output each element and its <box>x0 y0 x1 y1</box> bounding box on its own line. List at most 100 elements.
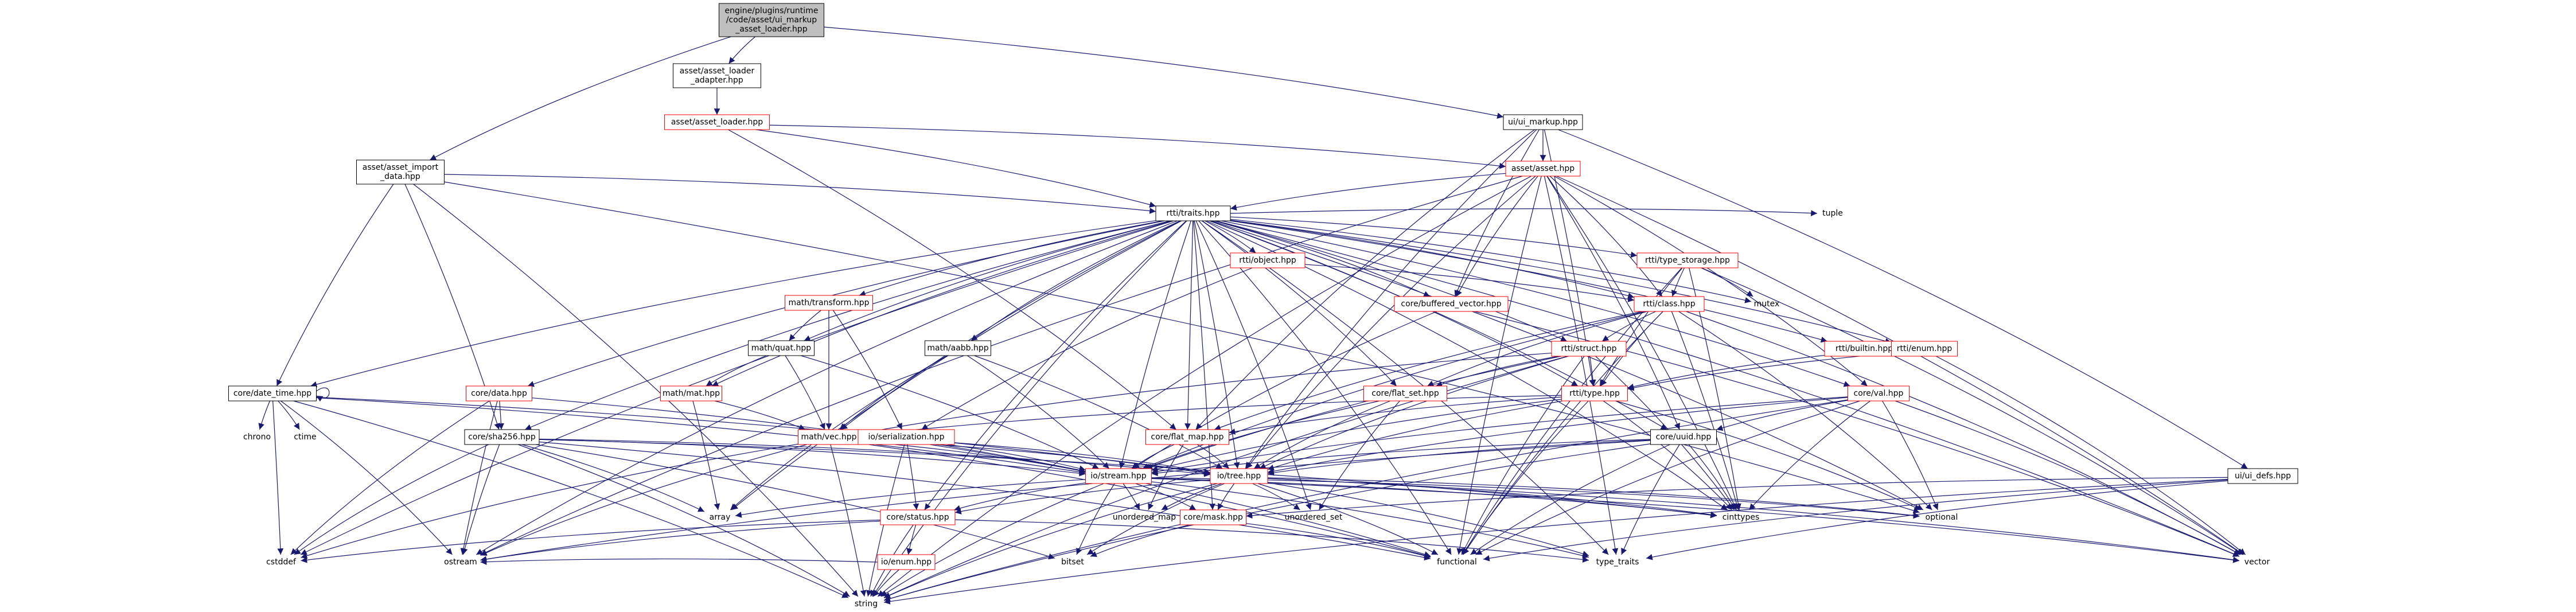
edge-tree-to-optional <box>1267 477 1920 519</box>
graph-node-unordered-map: unordered_map <box>1113 513 1176 522</box>
node-label: rtti/object.hpp <box>1239 256 1296 265</box>
node-box <box>1230 252 1305 268</box>
edge-builtin-to-type <box>1627 354 1825 390</box>
graph-node-asset-loader[interactable]: asset/asset_loader.hpp <box>664 114 770 130</box>
edge-traits-to-mutex <box>1230 219 1752 303</box>
edge-traits-to-optional <box>1211 220 1924 510</box>
edge-asset-import-data-to-date-time <box>276 184 394 387</box>
graph-node-val[interactable]: core/val.hpp <box>1848 385 1909 401</box>
edge-mask-to-functional <box>1246 523 1431 559</box>
edge-root-to-ui-markup <box>824 26 1504 119</box>
node-box <box>660 385 722 401</box>
edge-root-to-asset-loader-adapter <box>728 36 755 64</box>
graph-node-object[interactable]: rtti/object.hpp <box>1230 252 1305 268</box>
edge-struct-to-tree <box>1259 356 1569 469</box>
graph-node-asset-loader-adapter[interactable]: asset/asset_loader_adapter.hpp <box>673 63 761 88</box>
edge-ui-markup-to-ui-defs <box>1558 129 2248 469</box>
node-box <box>858 429 955 445</box>
graph-node-tree[interactable]: io/tree.hpp <box>1210 468 1268 484</box>
graph-node-stream[interactable]: io/stream.hpp <box>1085 468 1152 484</box>
graph-node-bitset: bitset <box>1061 558 1084 567</box>
graph-node-quat[interactable]: math/quat.hpp <box>748 340 815 356</box>
edge-enum-to-vector <box>1935 356 2246 555</box>
edge-ui-markup-to-flat-map <box>1195 129 1535 430</box>
node-label: mutex <box>1754 299 1780 309</box>
edge-traits-to-transform <box>859 220 1163 297</box>
node-label: asset/asset_loader.hpp <box>671 118 763 127</box>
graph-node-mat[interactable]: math/mat.hpp <box>660 385 722 401</box>
edge-data-to-sha256 <box>498 400 504 430</box>
nodes-layer: engine/plugins/runtime/code/asset/ui_mar… <box>228 3 2298 609</box>
edge-date-time-to-chrono <box>258 400 270 430</box>
graph-node-date-time[interactable]: core/date_time.hpp <box>228 385 317 401</box>
edge-asset-import-data-to-traits <box>444 174 1156 214</box>
graph-node-transform[interactable]: math/transform.hpp <box>785 295 873 311</box>
edge-class-to-struct <box>1601 311 1656 342</box>
graph-node-enum[interactable]: rtti/enum.hpp <box>1891 341 1958 357</box>
edge-quat-to-mat <box>706 355 767 387</box>
graph-node-type-storage[interactable]: rtti/type_storage.hpp <box>1636 252 1739 268</box>
edge-flat-map-to-tree <box>1197 444 1230 469</box>
graph-node-ui-markup[interactable]: ui/ui_markup.hpp <box>1503 114 1583 130</box>
graph-node-asset-import-data[interactable]: asset/asset_import_data.hpp <box>356 159 445 185</box>
graph-node-traits[interactable]: rtti/traits.hpp <box>1155 205 1231 221</box>
node-label: math/transform.hpp <box>788 298 869 307</box>
node-box <box>1848 385 1909 401</box>
graph-node-buffered-vector[interactable]: core/buffered_vector.hpp <box>1394 296 1509 312</box>
graph-node-ui-defs[interactable]: ui/ui_defs.hpp <box>2227 468 2298 484</box>
graph-node-vec[interactable]: math/vec.hpp <box>798 429 860 445</box>
graph-node-uuid[interactable]: core/uuid.hpp <box>1650 429 1717 445</box>
graph-node-asset[interactable]: asset/asset.hpp <box>1505 161 1581 177</box>
graph-node-mutex: mutex <box>1754 299 1780 309</box>
edge-type-to-optional <box>1615 400 1921 510</box>
edge-io-enum-to-ostream <box>480 558 878 565</box>
graph-node-builtin[interactable]: rtti/builtin.hpp <box>1824 341 1904 357</box>
edge-asset-import-data-to-optional <box>444 181 1920 514</box>
graph-node-struct[interactable]: rtti/struct.hpp <box>1551 341 1627 357</box>
edge-traits-to-ostream <box>476 220 1178 555</box>
edge-type-storage-to-class <box>1671 267 1685 297</box>
node-label: rtti/struct.hpp <box>1561 344 1616 353</box>
edge-date-time-to-string <box>293 400 849 598</box>
edge-date-time-to-date-time <box>316 387 330 402</box>
node-box <box>1636 252 1739 268</box>
graph-node-aabb[interactable]: math/aabb.hpp <box>925 340 991 356</box>
node-box <box>1824 341 1904 357</box>
edge-status-to-io-enum <box>906 524 917 555</box>
edge-buffered-vector-to-stream <box>1132 311 1437 469</box>
graph-node-mask[interactable]: core/mask.hpp <box>1180 509 1246 525</box>
graph-node-data[interactable]: core/data.hpp <box>466 385 532 401</box>
edge-struct-to-flat-set <box>1436 356 1558 387</box>
node-label: core/val.hpp <box>1854 389 1904 398</box>
edge-uuid-to-tree <box>1267 439 1651 476</box>
graph-node-class[interactable]: rtti/class.hpp <box>1634 296 1705 312</box>
edge-type-to-cinttypes <box>1603 400 1733 510</box>
edge-date-time-to-ctime <box>278 400 300 430</box>
graph-node-root[interactable]: engine/plugins/runtime/code/asset/ui_mar… <box>719 3 824 37</box>
edge-data-to-ostream <box>460 400 498 555</box>
node-label: core/data.hpp <box>471 389 527 398</box>
edge-traits-to-tuple <box>1230 208 1818 216</box>
node-label: io/stream.hpp <box>1090 471 1146 481</box>
graph-node-status[interactable]: core/status.hpp <box>880 509 956 525</box>
edge-serialization-to-stream <box>946 444 1086 471</box>
edge-class-to-flat-set <box>1427 311 1647 387</box>
edge-traits-to-date-time <box>310 220 1156 388</box>
node-label: _asset_loader.hpp <box>735 25 807 34</box>
node-label: core/date_time.hpp <box>233 389 311 398</box>
edge-uuid-to-string <box>883 443 1651 602</box>
graph-node-serialization[interactable]: io/serialization.hpp <box>858 429 955 445</box>
edge-val-to-functional <box>1475 400 1860 555</box>
node-label: rtti/traits.hpp <box>1167 209 1220 218</box>
edge-traits-to-enum <box>1230 220 1892 344</box>
graph-node-flat-map[interactable]: core/flat_map.hpp <box>1145 429 1229 445</box>
graph-node-type[interactable]: rtti/type.hpp <box>1561 385 1628 401</box>
edge-asset-to-cinttypes <box>1546 176 1737 510</box>
graph-node-sha256[interactable]: core/sha256.hpp <box>464 429 540 445</box>
graph-node-functional: functional <box>1437 558 1477 567</box>
edge-type-storage-to-mutex <box>1701 267 1753 297</box>
edge-stream-to-type-traits <box>1151 481 1589 559</box>
graph-node-io-enum[interactable]: io/enum.hpp <box>877 554 936 570</box>
graph-node-flat-set[interactable]: core/flat_set.hpp <box>1363 385 1447 401</box>
edge-val-to-optional <box>1882 400 1939 510</box>
